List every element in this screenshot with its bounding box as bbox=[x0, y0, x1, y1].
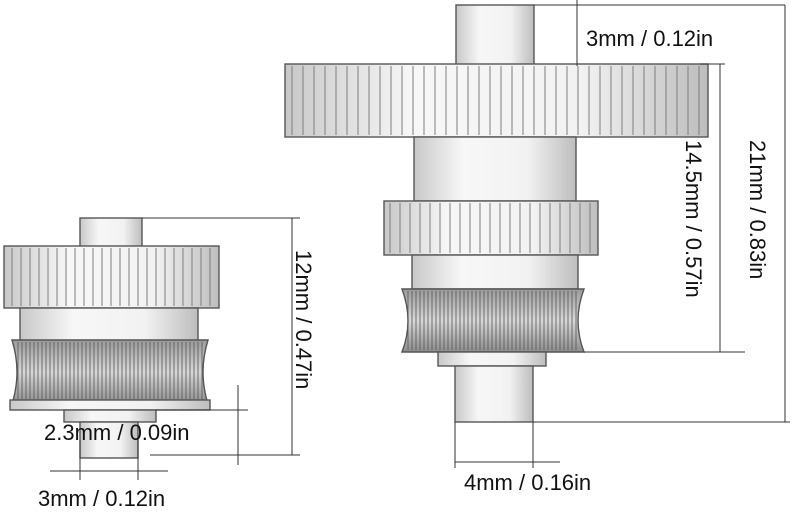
left-knurl-ridges bbox=[17, 342, 203, 402]
left-bottom-collar bbox=[9, 399, 211, 411]
left-step-label: 2.3mm / 0.09in bbox=[44, 420, 190, 445]
right-large-gear bbox=[284, 63, 709, 138]
right-dimensions bbox=[454, 0, 790, 468]
right-knurl-ridges bbox=[407, 291, 577, 350]
right-total-label: 21mm / 0.83in bbox=[745, 140, 770, 279]
right-small-gear-teeth bbox=[389, 203, 591, 253]
right-small-gear bbox=[383, 200, 599, 256]
left-dimensions bbox=[50, 217, 300, 480]
left-gear-teeth bbox=[11, 248, 211, 306]
right-lower-neck bbox=[411, 254, 579, 290]
right-large-gear-teeth bbox=[291, 66, 700, 135]
right-bottom-shaft-label: 4mm / 0.16in bbox=[464, 470, 591, 495]
right-top-shaft-label: 3mm / 0.12in bbox=[586, 26, 713, 51]
left-gear bbox=[3, 217, 220, 459]
left-shaft-label: 3mm / 0.12in bbox=[38, 486, 165, 511]
right-upper-neck bbox=[413, 136, 577, 202]
right-mid-label: 14.5mm / 0.57in bbox=[681, 140, 706, 298]
left-neck bbox=[19, 307, 199, 343]
left-height-label: 12mm / 0.47in bbox=[291, 250, 316, 389]
left-top-shaft bbox=[79, 217, 143, 249]
right-knurled-wheel bbox=[400, 288, 586, 353]
right-collar bbox=[437, 351, 547, 367]
right-top-shaft bbox=[455, 4, 535, 68]
right-gear bbox=[284, 4, 709, 423]
right-bottom-shaft bbox=[454, 365, 534, 423]
